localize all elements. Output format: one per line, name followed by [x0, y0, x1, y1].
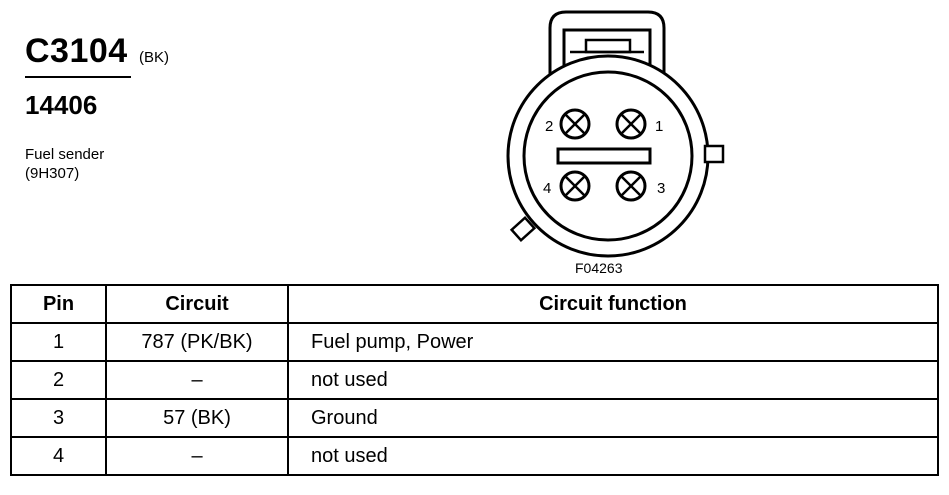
table-row: 2 – not used	[10, 360, 939, 400]
pin-1-terminal	[615, 108, 647, 140]
figure-id: F04263	[575, 260, 623, 276]
lock-tab-inner	[584, 38, 632, 54]
function-cell: Ground	[287, 398, 939, 438]
connector-side-key	[703, 144, 725, 164]
table-row: 1 787 (PK/BK) Fuel pump, Power	[10, 322, 939, 362]
polarizing-bar	[556, 147, 652, 165]
connector-face-drawing: 2 1 4 3	[506, 10, 725, 258]
connector-id-underline	[25, 76, 131, 78]
function-cell: Fuel pump, Power	[287, 322, 939, 362]
connector-latch	[509, 216, 537, 242]
pin-cell: 3	[10, 398, 107, 438]
pin-4-terminal	[559, 170, 591, 202]
pin-label-1: 1	[655, 118, 663, 135]
connector-header: C3104 (BK)	[25, 32, 169, 71]
table-header-row: Pin Circuit Circuit function	[10, 284, 939, 324]
pin-3-terminal	[615, 170, 647, 202]
header-pin: Pin	[10, 284, 107, 324]
function-cell: not used	[287, 360, 939, 400]
pin-label-3: 3	[657, 180, 665, 197]
circuit-cell: –	[105, 436, 289, 476]
circuit-cell: 787 (PK/BK)	[105, 322, 289, 362]
connector-lock-hood	[548, 10, 666, 82]
description-line-2: (9H307)	[25, 165, 80, 182]
circuit-cell: 57 (BK)	[105, 398, 289, 438]
connector-outer-ring	[506, 54, 710, 258]
pin-cell: 4	[10, 436, 107, 476]
pin-cell: 2	[10, 360, 107, 400]
circuit-cell: –	[105, 360, 289, 400]
connector-inner-ring	[522, 70, 694, 242]
pin-label-2: 2	[545, 118, 553, 135]
component-description: Fuel sender (9H307)	[25, 145, 104, 183]
connector-id: C3104	[25, 32, 128, 70]
header-circuit: Circuit	[105, 284, 289, 324]
description-line-1: Fuel sender	[25, 146, 105, 163]
part-number: 14406	[25, 90, 98, 120]
pin-label-4: 4	[543, 180, 551, 197]
pin-cell: 1	[10, 322, 107, 362]
header-circuit-function: Circuit function	[287, 284, 939, 324]
pin-2-terminal	[559, 108, 591, 140]
table-row: 4 – not used	[10, 436, 939, 476]
connector-color-code: (BK)	[139, 49, 169, 66]
function-cell: not used	[287, 436, 939, 476]
pinout-table: Pin Circuit Circuit function 1 787 (PK/B…	[10, 284, 939, 476]
table-row: 3 57 (BK) Ground	[10, 398, 939, 438]
